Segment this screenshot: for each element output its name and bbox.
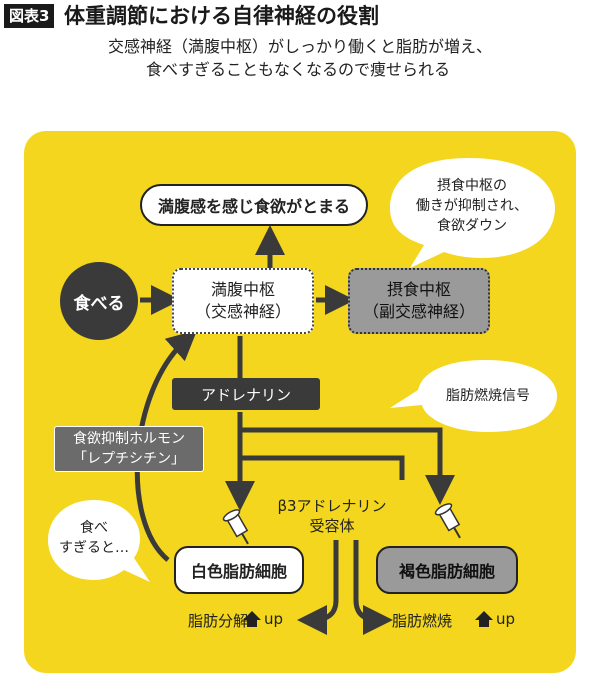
bubble-overeat-line-1: 食べ [80, 520, 108, 536]
bubble-feeding-line-2: 働きが抑制され、 [415, 198, 529, 214]
bubble-feeding-line-1: 摂食中枢の [437, 178, 507, 194]
subtitle-line-2: 食べすぎることもなくなるので痩せられる [146, 60, 451, 79]
bubble-overeat-line-2: すぎると… [59, 540, 129, 556]
up-arrow-icon-burning [475, 611, 493, 627]
figure-tag: 図表3 [4, 4, 55, 28]
beta3-line-2: 受容体 [309, 517, 355, 535]
bubble-overeat-shape [48, 500, 150, 582]
subtitle-line-1: 交感神経（満腹中枢）がしっかり働くと脂肪が増え、 [108, 37, 493, 56]
satiety-center-label: 満腹中枢 [210, 280, 275, 299]
brown-fat-cell: 褐色脂肪細胞 [376, 546, 518, 594]
leptin-line-2: 「レプチシチン」 [73, 451, 185, 467]
feeding-center-sublabel: （副交感神経） [362, 302, 475, 321]
figure-title: 体重調節における自律神経の役割 [64, 4, 379, 28]
bubble-signal-text: 脂肪燃焼信号 [446, 388, 530, 404]
up-arrow-icon-breakdown [243, 611, 261, 627]
receptor-pin-icon-right [434, 503, 461, 539]
fat-breakdown-up: up [264, 610, 284, 628]
bubble-feeding-text: 摂食中枢の 働きが抑制され、 食欲ダウン [402, 176, 542, 236]
satiety-center-box: 満腹中枢 （交感神経） [172, 268, 314, 334]
bubble-overeat-text: 食べ すぎると… [52, 518, 136, 558]
adrenaline-label: アドレナリン [172, 378, 320, 410]
fat-burning-up: up [496, 610, 516, 628]
bubble-signal-shape [390, 360, 557, 432]
feeding-center-label: 摂食中枢 [386, 280, 451, 299]
eat-circle: 食べる [60, 262, 138, 340]
leptin-label: 食欲抑制ホルモン 「レプチシチン」 [54, 426, 204, 472]
feeding-center-box: 摂食中枢 （副交感神経） [348, 268, 490, 334]
satiety-center-sublabel: （交感神経） [194, 302, 291, 321]
receptor-pin-icon-left [222, 509, 249, 545]
beta3-receptor-label: β3アドレナリン 受容体 [272, 496, 392, 536]
bubble-feeding-shape [390, 158, 555, 268]
leptin-line-1: 食欲抑制ホルモン [73, 431, 185, 447]
white-fat-cell: 白色脂肪細胞 [174, 546, 304, 594]
beta3-line-1: β3アドレナリン [277, 497, 387, 515]
satiety-effect-pill: 満腹感を感じ食欲がとまる [140, 184, 368, 226]
bubble-feeding-line-3: 食欲ダウン [437, 218, 507, 234]
fat-burning-label: 脂肪燃焼 [392, 612, 453, 630]
fat-breakdown-label: 脂肪分解 [188, 612, 249, 630]
